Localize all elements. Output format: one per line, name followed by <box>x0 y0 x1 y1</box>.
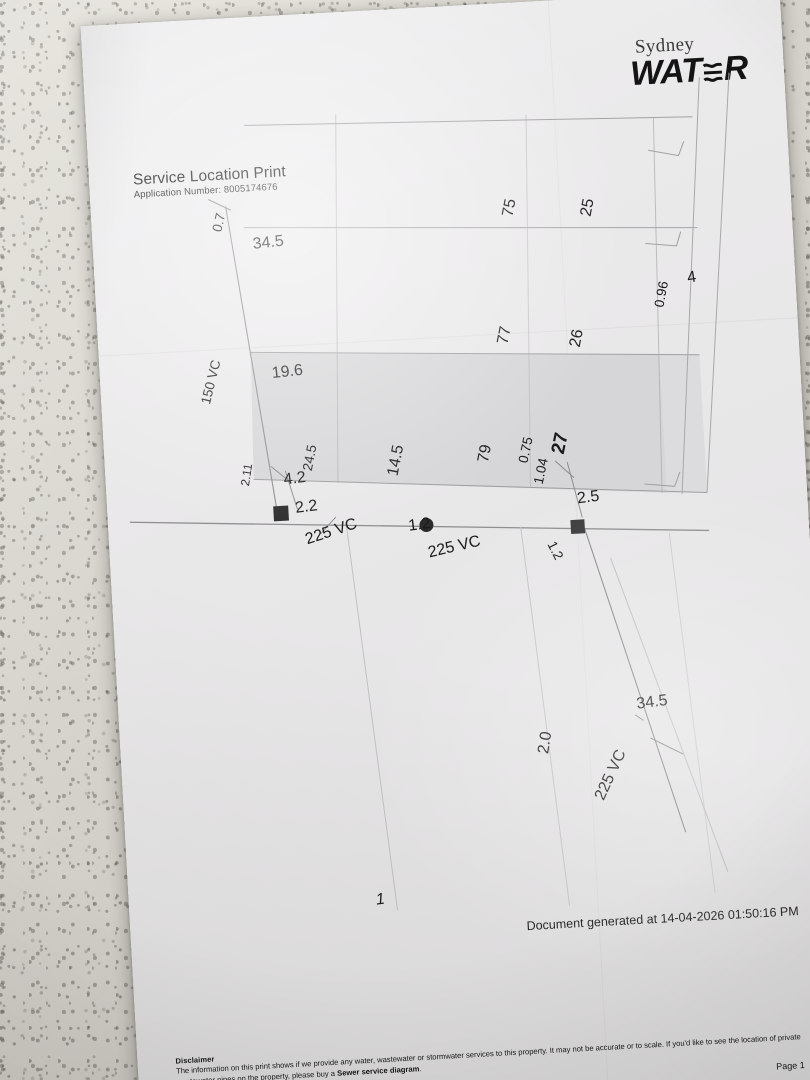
lot-26-label: 26 <box>566 327 587 349</box>
maintenance-hole-right <box>570 519 586 535</box>
dim-2-2-label: 2.2 <box>294 497 319 517</box>
lot-line-vertical-e <box>520 526 571 906</box>
dim-1-2a-label: 1.2 <box>407 515 432 535</box>
road-connector-1 <box>648 141 685 157</box>
dim-2-5-label: 2.5 <box>576 487 601 508</box>
lot-79-label: 79 <box>474 443 496 464</box>
road-connector-2 <box>645 231 682 247</box>
lot-77-label: 77 <box>494 324 515 346</box>
dim-34-5a-label: 34.5 <box>251 232 285 253</box>
dim-34-5b-label: 34.5 <box>635 691 669 713</box>
pipe-150vc-tick <box>207 198 232 211</box>
pipe-branch-secondary <box>634 714 644 721</box>
lot-line-diagonal-bottom <box>610 557 729 873</box>
dim-2-0-label: 2.0 <box>535 730 556 755</box>
disclaimer-body-part2: . <box>419 1063 422 1073</box>
lot-75-label: 75 <box>499 197 520 219</box>
subject-parcel-shading <box>250 352 668 493</box>
lot-27-label: 27 <box>547 430 573 456</box>
lot-line-vertical-f <box>668 532 716 893</box>
dim-4-2-label: 4.2 <box>282 468 307 489</box>
dim-19-6-label: 19.6 <box>270 361 304 383</box>
lot-boundary-upper <box>243 227 698 229</box>
lot-line-vertical-d <box>345 524 399 911</box>
lot-boundary-top <box>244 116 693 126</box>
service-location-print-document: Sydney WAT R Service Location Print <box>80 0 810 1080</box>
maintenance-hole-left <box>273 505 289 522</box>
lot-25-label: 25 <box>577 197 598 218</box>
